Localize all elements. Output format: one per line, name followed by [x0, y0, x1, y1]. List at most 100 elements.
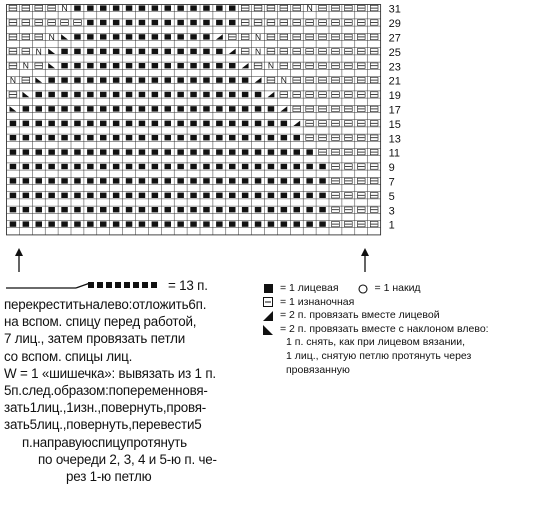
purl-cell	[331, 120, 340, 127]
knit-cell	[216, 207, 223, 213]
knit-cell	[203, 91, 210, 98]
knit-cell	[35, 91, 42, 98]
purl-cell	[292, 62, 301, 69]
knit-cell	[280, 207, 288, 213]
knit-cell	[267, 149, 275, 155]
knit-cell	[74, 5, 81, 11]
purl-cell	[357, 62, 366, 69]
knit-cell	[22, 221, 30, 227]
purl-cell	[357, 48, 366, 55]
knit-cell	[216, 19, 223, 26]
row-number: 21	[389, 76, 401, 88]
purl-cell	[369, 105, 379, 112]
purl-cell	[318, 19, 327, 26]
start-arrow-right-icon	[361, 248, 369, 272]
knit-cell	[203, 19, 210, 26]
purl-cell	[369, 77, 379, 84]
knit-cell	[216, 77, 223, 83]
knit-cell	[177, 19, 184, 26]
purl-cell	[344, 206, 353, 213]
knit-cell	[216, 63, 223, 69]
purl-cell	[253, 5, 263, 12]
knit-cell	[74, 106, 81, 112]
purl-cell	[331, 206, 340, 213]
knit-cell	[190, 77, 197, 83]
knit-cell	[241, 221, 249, 227]
knit-cell	[112, 19, 120, 26]
legend-ssk-detail: 1 лиц., снятую петлю протянуть через	[286, 349, 472, 362]
knit-cell	[87, 192, 94, 198]
purl-cell	[369, 48, 379, 55]
knit-cell	[177, 63, 184, 69]
k2tog-cell	[241, 63, 249, 69]
knit-cell	[74, 63, 81, 69]
purl-cell	[305, 33, 314, 40]
knit-cell	[125, 48, 133, 54]
knit-cell	[164, 91, 171, 98]
bobble-cell: N	[36, 46, 42, 56]
purl-cell	[369, 33, 379, 40]
knit-cell	[112, 135, 120, 141]
knit-cell	[151, 192, 159, 198]
knit-cell	[306, 207, 313, 213]
knit-cell	[190, 5, 197, 11]
knit-cell	[177, 48, 184, 54]
purl-box-icon	[262, 296, 274, 308]
knit-cell	[48, 221, 55, 227]
legend-ssk-detail: 1 п. снять, как при лицевом вязании,	[286, 336, 466, 349]
purl-cell	[318, 105, 327, 112]
knit-cell	[293, 178, 300, 184]
knit-cell	[112, 63, 120, 69]
purl-cell	[292, 91, 301, 98]
purl-cell	[8, 33, 18, 40]
purl-cell	[369, 149, 379, 156]
knit-cell	[138, 19, 146, 26]
knit-cell	[151, 207, 159, 213]
knit-cell	[87, 178, 94, 184]
knit-cell	[138, 192, 146, 198]
knit-cell	[74, 178, 81, 184]
purl-cell	[305, 77, 314, 84]
knit-cell	[22, 106, 30, 112]
knit-cell	[319, 221, 326, 227]
knit-cell	[100, 19, 107, 26]
knit-cell	[35, 149, 42, 155]
purl-cell	[344, 134, 353, 141]
knit-cell	[164, 207, 171, 213]
knit-cell	[216, 5, 223, 11]
knit-cell	[229, 19, 236, 26]
knit-cell	[229, 77, 236, 83]
knit-cell	[61, 48, 68, 54]
row-number: 29	[389, 18, 401, 30]
knit-cell	[190, 149, 197, 155]
knit-cell	[164, 34, 171, 40]
purl-cell	[292, 105, 301, 112]
purl-cell	[266, 77, 276, 84]
knit-cell	[22, 163, 30, 170]
knit-cell	[61, 178, 68, 184]
purl-cell	[305, 48, 314, 55]
knit-cell	[306, 163, 313, 170]
knit-cell	[241, 149, 249, 155]
purl-cell	[305, 62, 314, 69]
knit-cell	[125, 163, 133, 170]
knit-cell	[112, 149, 120, 155]
knit-cell	[229, 135, 236, 141]
knit-cell	[306, 178, 313, 184]
purl-cell	[344, 163, 353, 170]
knit-cell	[177, 149, 184, 155]
knit-cell	[280, 192, 288, 198]
row-number: 25	[389, 47, 401, 59]
knit-cell	[151, 221, 159, 227]
knit-cell	[216, 48, 223, 54]
knit-cell	[203, 192, 210, 198]
knit-cell	[254, 149, 262, 155]
knit-cell	[319, 163, 326, 170]
row-number: 1	[389, 220, 395, 232]
knit-cell	[74, 120, 81, 126]
knit-cell	[74, 163, 81, 170]
legend-text-line: по очереди 2, 3, 4 и 5-ю п. че-	[38, 451, 217, 467]
knit-cell	[100, 163, 107, 170]
purl-cell	[369, 19, 379, 26]
